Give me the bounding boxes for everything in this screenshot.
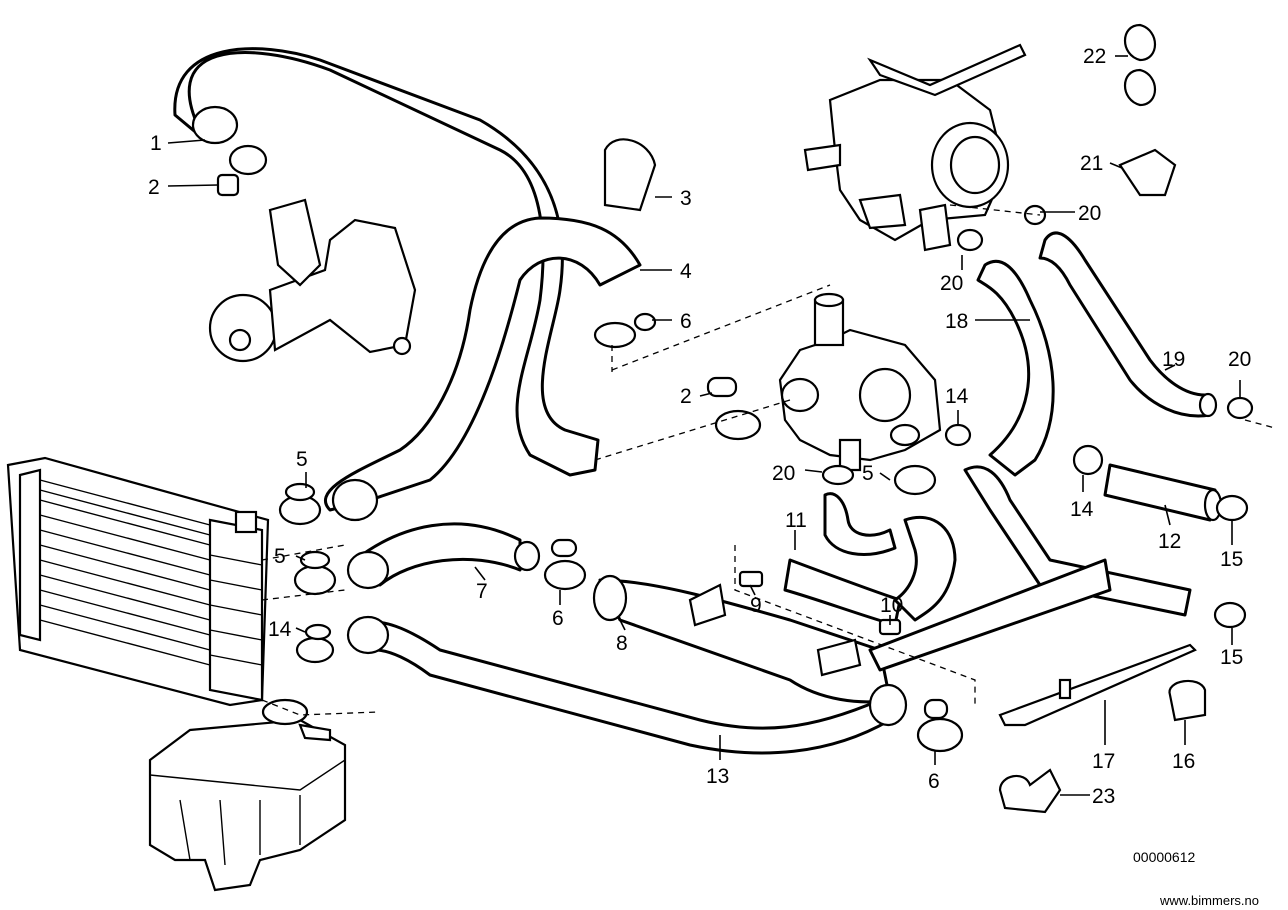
callout-16: 16 [1172,750,1195,773]
expansion-tank [148,698,379,892]
callout-11: 11 [785,509,807,532]
thermostat-housing [778,292,942,472]
callout-14: 14 [945,385,969,408]
callout-5: 5 [274,545,286,568]
clamps [216,23,1254,814]
callout-3: 3 [680,187,692,210]
callout-15: 15 [1220,548,1243,571]
callout-14: 14 [268,618,292,641]
callouts: 1 2 2 3 4 5 5 5 6 6 6 7 8 9 10 11 12 13 … [148,45,1251,808]
hoses [173,47,1223,755]
radiator [6,456,270,707]
callout-23: 23 [1092,785,1115,808]
callout-5: 5 [862,462,874,485]
callout-6: 6 [552,607,564,630]
reference-lines [261,204,1276,705]
callout-12: 12 [1158,530,1181,553]
callout-15: 15 [1220,646,1243,669]
watermark: www.bimmers.no [1159,893,1259,908]
drawing-number: 00000612 [1133,849,1196,865]
callout-1: 1 [150,132,162,155]
callout-22: 22 [1083,45,1106,68]
callout-18: 18 [945,310,968,333]
callout-19: 19 [1162,348,1185,371]
callout-9: 9 [750,594,762,617]
callout-6: 6 [928,770,940,793]
callout-6: 6 [680,310,692,333]
water-pump [208,198,417,363]
callout-20: 20 [1228,348,1251,371]
callout-20: 20 [940,272,963,295]
callout-4: 4 [680,260,692,283]
callout-20: 20 [772,462,795,485]
callout-7: 7 [476,580,488,603]
callout-5: 5 [296,448,308,471]
callout-8: 8 [616,632,628,655]
callout-10: 10 [880,594,903,617]
callout-20: 20 [1078,202,1101,225]
throttle-housing [803,43,1027,252]
callout-2: 2 [148,176,160,199]
callout-21: 21 [1080,152,1103,175]
callout-17: 17 [1092,750,1115,773]
callout-13: 13 [706,765,729,788]
callout-2: 2 [680,385,692,408]
leader-lines [167,55,1241,796]
callout-14: 14 [1070,498,1094,521]
